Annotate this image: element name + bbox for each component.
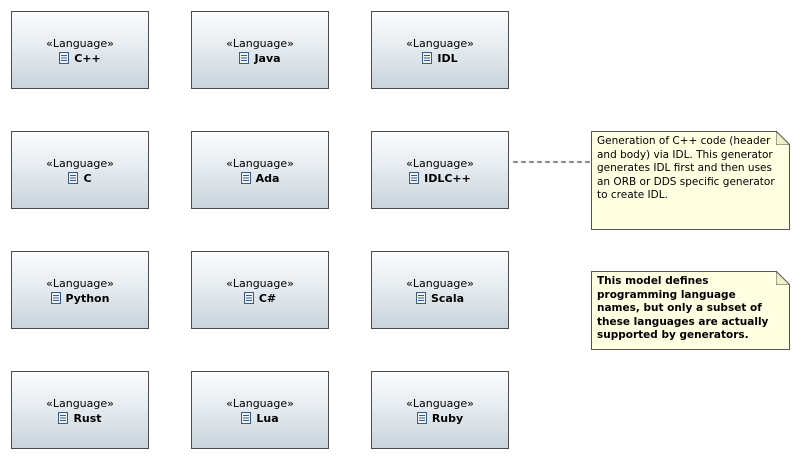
stereotype-label: «Language»: [226, 397, 294, 410]
note-idlcpp[interactable]: Generation of C++ code (header and body)…: [591, 131, 790, 230]
language-icon: [422, 52, 433, 69]
language-name: C: [83, 172, 92, 185]
language-name: Rust: [73, 412, 102, 425]
language-node-scala[interactable]: «Language» Scala: [371, 251, 509, 329]
language-name: C++: [74, 52, 101, 65]
language-icon: [59, 52, 70, 69]
language-node-ada[interactable]: «Language» Ada: [191, 131, 329, 209]
note-fold-icon: [776, 271, 790, 285]
language-node-lua[interactable]: «Language» Lua: [191, 371, 329, 449]
stereotype-label: «Language»: [46, 157, 114, 170]
language-name: Java: [254, 52, 281, 65]
language-icon: [68, 172, 79, 189]
note-text: Generation of C++ code (header and body)…: [597, 135, 775, 201]
language-icon: [58, 412, 69, 429]
language-name: IDLC++: [424, 172, 471, 185]
language-name: Python: [65, 292, 110, 305]
stereotype-label: «Language»: [226, 37, 294, 50]
language-node-java[interactable]: «Language» Java: [191, 11, 329, 89]
stereotype-label: «Language»: [226, 277, 294, 290]
language-node-cpp[interactable]: «Language» C++: [11, 11, 149, 89]
stereotype-label: «Language»: [226, 157, 294, 170]
stereotype-label: «Language»: [406, 397, 474, 410]
language-node-c[interactable]: «Language» C: [11, 131, 149, 209]
language-node-python[interactable]: «Language» Python: [11, 251, 149, 329]
language-icon: [241, 412, 252, 429]
language-icon: [409, 172, 420, 189]
language-node-idlcpp[interactable]: «Language» IDLC++: [371, 131, 509, 209]
language-node-idl[interactable]: «Language» IDL: [371, 11, 509, 89]
stereotype-label: «Language»: [46, 37, 114, 50]
language-node-rust[interactable]: «Language» Rust: [11, 371, 149, 449]
language-icon: [416, 412, 427, 429]
note-text: This model defines programming language …: [597, 275, 769, 341]
language-name: IDL: [437, 52, 458, 65]
stereotype-label: «Language»: [406, 277, 474, 290]
stereotype-label: «Language»: [46, 397, 114, 410]
language-name: Scala: [430, 292, 465, 305]
language-node-ruby[interactable]: «Language» Ruby: [371, 371, 509, 449]
language-icon: [50, 292, 61, 309]
stereotype-label: «Language»: [46, 277, 114, 290]
language-icon: [240, 172, 251, 189]
language-name: Ruby: [431, 412, 464, 425]
note-fold-icon: [776, 131, 790, 145]
language-icon: [415, 292, 426, 309]
stereotype-label: «Language»: [406, 157, 474, 170]
language-name: Ada: [255, 172, 280, 185]
note-model[interactable]: This model defines programming language …: [591, 271, 790, 350]
language-icon: [243, 292, 254, 309]
language-node-csharp[interactable]: «Language» C#: [191, 251, 329, 329]
language-name: C#: [258, 292, 277, 305]
language-name: Lua: [256, 412, 279, 425]
stereotype-label: «Language»: [406, 37, 474, 50]
language-icon: [239, 52, 250, 69]
